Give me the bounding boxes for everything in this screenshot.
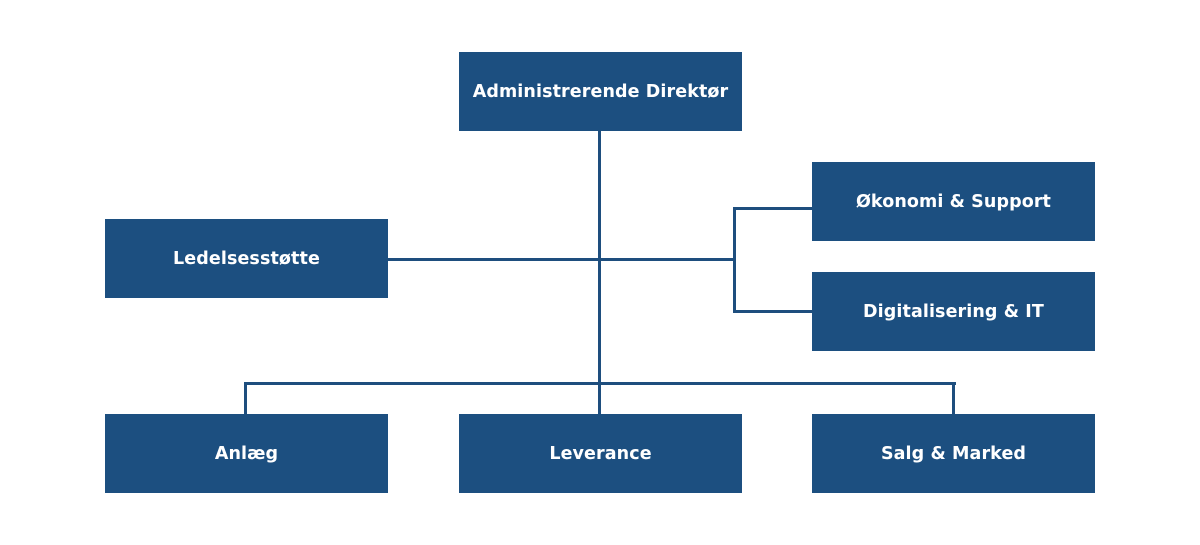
staff-branch-line: [386, 258, 736, 261]
management-support-label: Ledelsesstøtte: [173, 248, 320, 269]
construction-box: Anlæg: [105, 414, 388, 493]
construction-label: Anlæg: [214, 443, 279, 464]
delivery-label: Leverance: [549, 443, 652, 464]
finance-support-box: Økonomi & Support: [812, 162, 1095, 241]
ceo-box: Administrerende Direktør: [459, 52, 742, 131]
sales-marketing-box: Salg & Marked: [812, 414, 1095, 493]
digital-it-box: Digitalisering & IT: [812, 272, 1095, 351]
staff-right-vertical-line: [733, 207, 736, 312]
finance-branch-line: [733, 207, 814, 210]
sales-marketing-label: Salg & Marked: [880, 443, 1027, 464]
digital-branch-line: [733, 310, 814, 313]
management-support-box: Ledelsesstøtte: [105, 219, 388, 298]
trunk-line: [598, 130, 601, 415]
delivery-box: Leverance: [459, 414, 742, 493]
construction-drop-line: [244, 382, 247, 415]
sales-drop-line: [952, 382, 955, 415]
departments-bar-line: [244, 382, 956, 385]
finance-support-label: Økonomi & Support: [855, 191, 1052, 212]
ceo-label: Administrerende Direktør: [472, 81, 729, 102]
digital-it-label: Digitalisering & IT: [863, 301, 1044, 322]
